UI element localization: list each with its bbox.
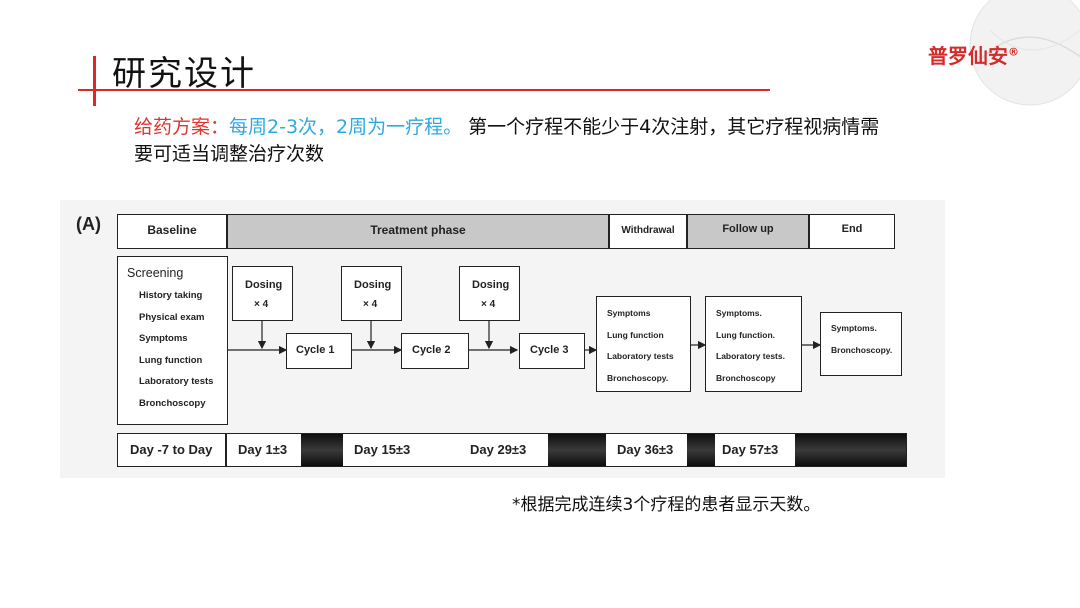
title-underline [78, 89, 770, 91]
cycle-box-1: Cycle 1 [286, 333, 352, 369]
study-design-diagram: (A) Baseline Treatment phase Withdrawal … [60, 200, 945, 478]
day-timeline [117, 433, 907, 467]
scheme-highlight: 每周2-3次，2周为一疗程。 [229, 116, 463, 138]
assessment-box-withdrawal: Symptoms Lung function Laboratory tests … [596, 296, 691, 392]
panel-label: (A) [76, 214, 101, 234]
scheme-label: 给药方案： [134, 116, 230, 138]
screening-list: History taking Physical exam Symptoms Lu… [139, 290, 214, 409]
assessment-box-followup: Symptoms. Lung function. Laboratory test… [705, 296, 802, 392]
brand-logo: 普罗仙安® [928, 44, 1019, 68]
day-label-baseline: Day -7 to Day [130, 442, 213, 457]
timeline-gap-4 [795, 434, 906, 466]
day-label-29: Day 29±3 [470, 442, 527, 457]
diagram-connectors [228, 320, 822, 355]
logo-decoration [969, 0, 1080, 106]
screening-title: Screening [127, 266, 184, 280]
dosing-box-2: Dosing × 4 [341, 266, 402, 321]
dosing-scheme-text: 给药方案：每周2-3次，2周为一疗程。 第一个疗程不能少于4次注射，其它疗程视病… [134, 114, 894, 168]
footnote: *根据完成连续3个疗程的患者显示天数。 [512, 495, 821, 515]
phase-treatment: Treatment phase [227, 214, 609, 249]
dosing-box-3: Dosing × 4 [459, 266, 520, 321]
day-label-36: Day 36±3 [617, 442, 674, 457]
cycle-box-3: Cycle 3 [519, 333, 585, 369]
scheme-rest: 第一个疗程不能少于4次注射，其它疗程视病情需要可适当调整治疗次数 [134, 116, 880, 165]
title-accent-bar [93, 56, 96, 106]
screening-box: Screening History taking Physical exam S… [117, 256, 228, 425]
timeline-gap-2 [548, 434, 606, 466]
cycle-box-2: Cycle 2 [401, 333, 469, 369]
day-label-57: Day 57±3 [722, 442, 779, 457]
timeline-gap-3 [687, 434, 715, 466]
day-label-15: Day 15±3 [354, 442, 411, 457]
page-title: 研究设计 [112, 54, 256, 94]
dosing-box-1: Dosing × 4 [232, 266, 293, 321]
timeline-gap-1 [301, 434, 343, 466]
assessment-box-end: Symptoms. Bronchoscopy. [820, 312, 902, 376]
phase-baseline: Baseline [117, 214, 227, 249]
phase-followup: Follow up [687, 214, 809, 249]
day-label-1: Day 1±3 [238, 442, 288, 457]
phase-end: End [809, 214, 895, 249]
phase-withdrawal: Withdrawal [609, 214, 687, 249]
